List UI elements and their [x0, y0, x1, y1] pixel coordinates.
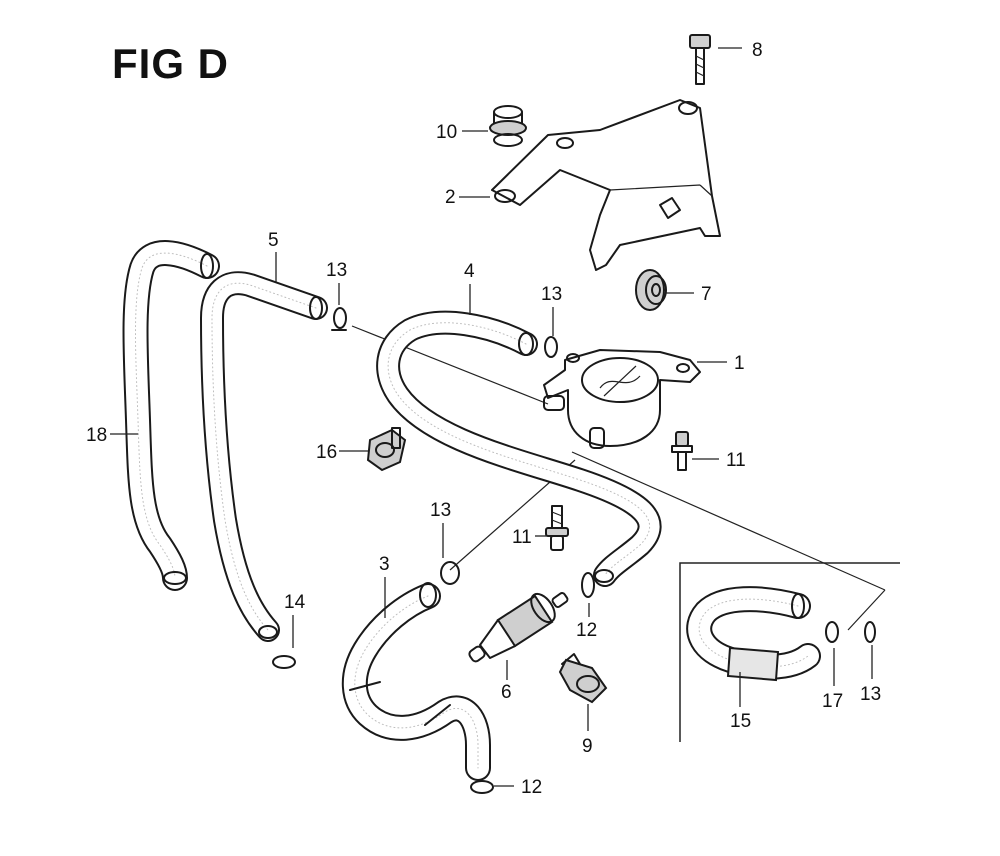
callout-label-5: 5 [268, 230, 279, 251]
callout-label-3: 3 [379, 554, 390, 575]
callout-label-11: 11 [512, 527, 532, 548]
callout-label-6: 6 [501, 682, 512, 703]
part-7-grommet [635, 269, 667, 311]
part-9-clamp [558, 653, 608, 704]
part-11-screw-b [545, 505, 569, 551]
figure-title: FIG D [112, 40, 229, 87]
part-18-hose [122, 240, 220, 591]
callout-label-12: 12 [521, 777, 542, 798]
part-2-bracket [491, 99, 721, 271]
callout-label-13: 13 [860, 684, 881, 705]
callout-label-13: 13 [326, 260, 347, 281]
part-13-clip-a [331, 307, 347, 331]
part-11-screw-a [671, 431, 693, 471]
part-12-clip-b [470, 780, 494, 794]
callout-label-9: 9 [582, 736, 593, 757]
part-1-fuel-pump [543, 349, 701, 449]
callout-label-12: 12 [576, 620, 597, 641]
callout-label-11: 11 [726, 450, 746, 471]
callout-labels: 8 10 2 5 13 4 13 7 1 18 16 11 13 11 3 14 12 6 15 17 13 9 12 [86, 40, 881, 798]
callout-label-13: 13 [541, 284, 562, 305]
callout-label-16: 16 [316, 442, 337, 463]
callout-label-4: 4 [464, 261, 475, 282]
part-6-fuel-filter [468, 592, 569, 663]
part-12-clip-a [581, 572, 595, 598]
callout-label-18: 18 [86, 425, 107, 446]
lead-line [571, 451, 886, 591]
part-16-clip [366, 427, 407, 472]
callout-label-7: 7 [701, 284, 712, 305]
callout-label-13: 13 [430, 500, 451, 521]
part-13-clip-b [544, 336, 558, 358]
part-5-hose [200, 271, 328, 642]
part-10-grommet [489, 105, 527, 147]
callout-label-14: 14 [284, 592, 306, 613]
lead-line [847, 589, 886, 631]
part-13-clip-d [864, 621, 876, 643]
part-4-hose [376, 310, 662, 587]
callout-label-8: 8 [752, 40, 763, 61]
part-13-clip-c [440, 561, 460, 585]
callout-label-2: 2 [445, 187, 456, 208]
part-17-clip [825, 621, 839, 643]
part-14-clip [272, 655, 296, 669]
callout-label-15: 15 [730, 711, 751, 732]
callout-label-1: 1 [734, 353, 745, 374]
part-8-bolt [689, 34, 711, 85]
callout-label-17: 17 [822, 691, 843, 712]
inset-frame [679, 562, 900, 742]
part-15-hose [686, 586, 821, 682]
callout-label-10: 10 [436, 122, 457, 143]
part-3-hose [341, 582, 491, 781]
